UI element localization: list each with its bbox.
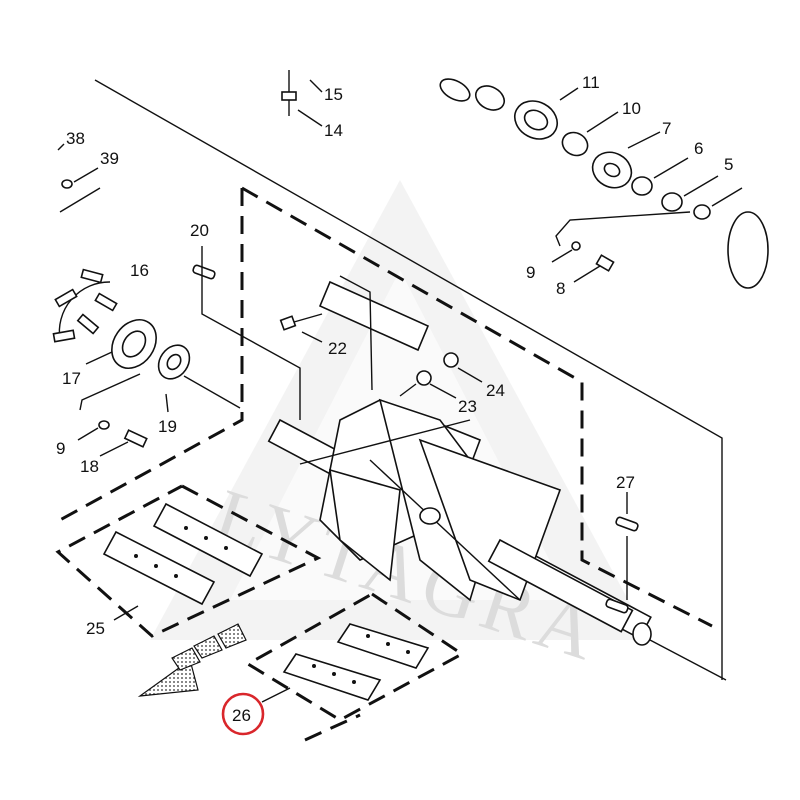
callout-25: 25 <box>86 619 105 638</box>
key-27 <box>615 492 639 600</box>
dashed-assembly-boxes <box>55 186 713 742</box>
callout-19: 19 <box>158 417 177 436</box>
callout-8: 8 <box>556 279 565 298</box>
callout-labels: 15 14 11 10 7 6 5 38 39 20 16 9 8 22 17 … <box>56 73 733 725</box>
rotor-assembly <box>267 398 727 681</box>
washer-39 <box>57 143 99 189</box>
callout-15: 15 <box>324 85 343 104</box>
callout-6: 6 <box>694 139 703 158</box>
callout-27: 27 <box>616 473 635 492</box>
callout-17: 17 <box>62 369 81 388</box>
nuts-23-24 <box>399 352 483 399</box>
callout-9-lower: 9 <box>56 439 65 458</box>
callout-26: 26 <box>232 706 251 725</box>
key-20 <box>192 246 301 420</box>
callout-23: 23 <box>458 397 477 416</box>
callout-38: 38 <box>66 129 85 148</box>
callout-22: 22 <box>328 339 347 358</box>
bearing-stack <box>439 78 769 289</box>
plate-22 <box>279 275 430 391</box>
frame-outline <box>94 79 723 680</box>
callout-10: 10 <box>622 99 641 118</box>
direction-arrow-icon <box>137 623 247 697</box>
callout-16: 16 <box>130 261 149 280</box>
knives-26 <box>261 623 430 703</box>
callout-5: 5 <box>724 155 733 174</box>
callout-20: 20 <box>190 221 209 240</box>
callout-7: 7 <box>662 119 671 138</box>
callout-39: 39 <box>100 149 119 168</box>
bolt-14-15 <box>281 70 323 127</box>
callout-11: 11 <box>582 73 600 92</box>
callout-24: 24 <box>486 381 505 400</box>
callout-18: 18 <box>80 457 99 476</box>
left-bearing-group <box>52 268 241 457</box>
highlight-circle <box>221 692 265 736</box>
knives-25 <box>102 502 264 621</box>
callout-14: 14 <box>324 121 343 140</box>
callout-9-upper: 9 <box>526 263 535 282</box>
